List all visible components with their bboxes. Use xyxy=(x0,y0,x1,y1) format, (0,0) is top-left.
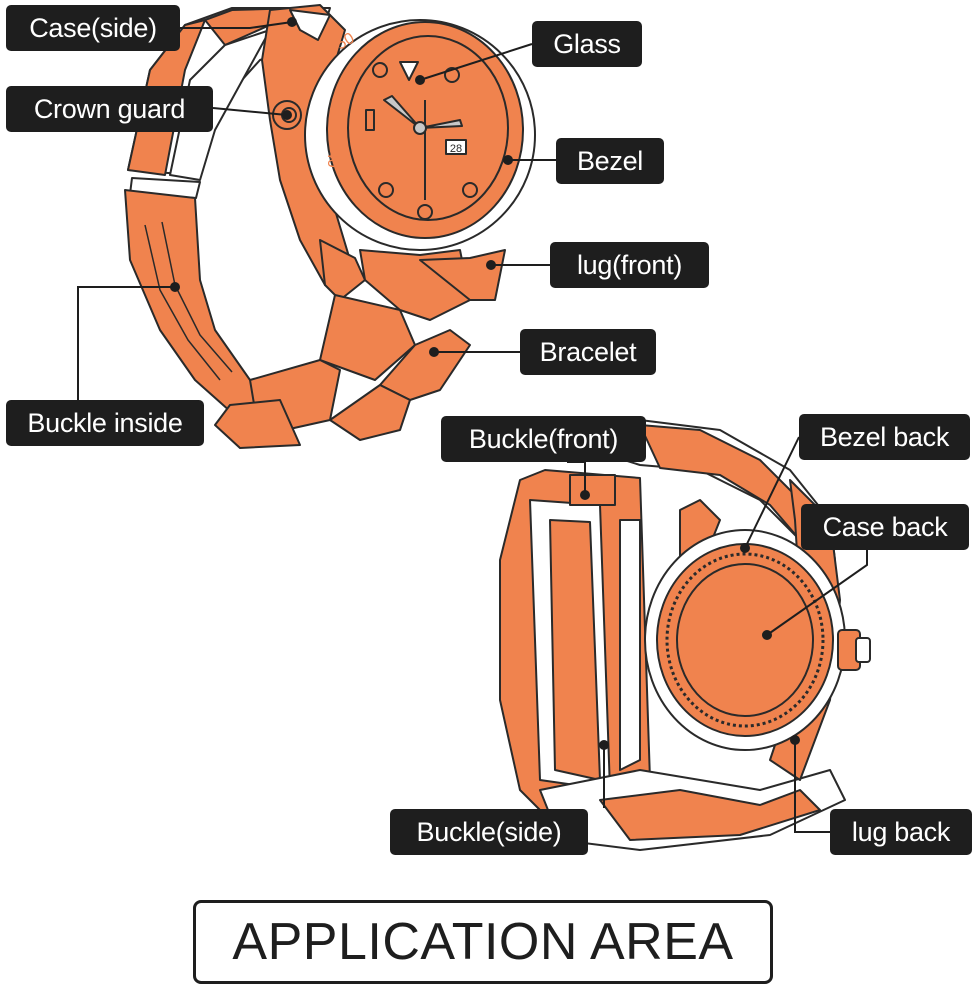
label-buckle-side: Buckle(side) xyxy=(390,809,588,855)
label-case-side: Case(side) xyxy=(6,5,180,51)
svg-text:28: 28 xyxy=(450,143,462,155)
label-glass: Glass xyxy=(532,21,642,67)
leader-dots xyxy=(170,17,800,750)
label-lug-back: lug back xyxy=(830,809,972,855)
bezel-numeral-50: 50 xyxy=(334,30,358,54)
application-area-title: APPLICATION AREA xyxy=(193,900,773,984)
watch-front-icon: 28 50 40 30 xyxy=(124,4,536,449)
label-crown-guard: Crown guard xyxy=(6,86,213,132)
bezel-numeral-40: 40 xyxy=(324,150,341,168)
label-bezel-back: Bezel back xyxy=(799,414,970,460)
label-bezel: Bezel xyxy=(556,138,664,184)
bezel-numeral-30: 30 xyxy=(420,218,438,235)
leader-lines xyxy=(77,21,868,833)
label-buckle-inside: Buckle inside xyxy=(6,400,204,446)
label-bracelet: Bracelet xyxy=(520,329,656,375)
watch-back-icon xyxy=(499,419,871,851)
label-case-back: Case back xyxy=(801,504,969,550)
buckle-front-icon xyxy=(569,474,616,506)
label-buckle-front: Buckle(front) xyxy=(441,416,646,462)
case-back-icon xyxy=(676,563,814,717)
label-lug-front: lug(front) xyxy=(550,242,709,288)
